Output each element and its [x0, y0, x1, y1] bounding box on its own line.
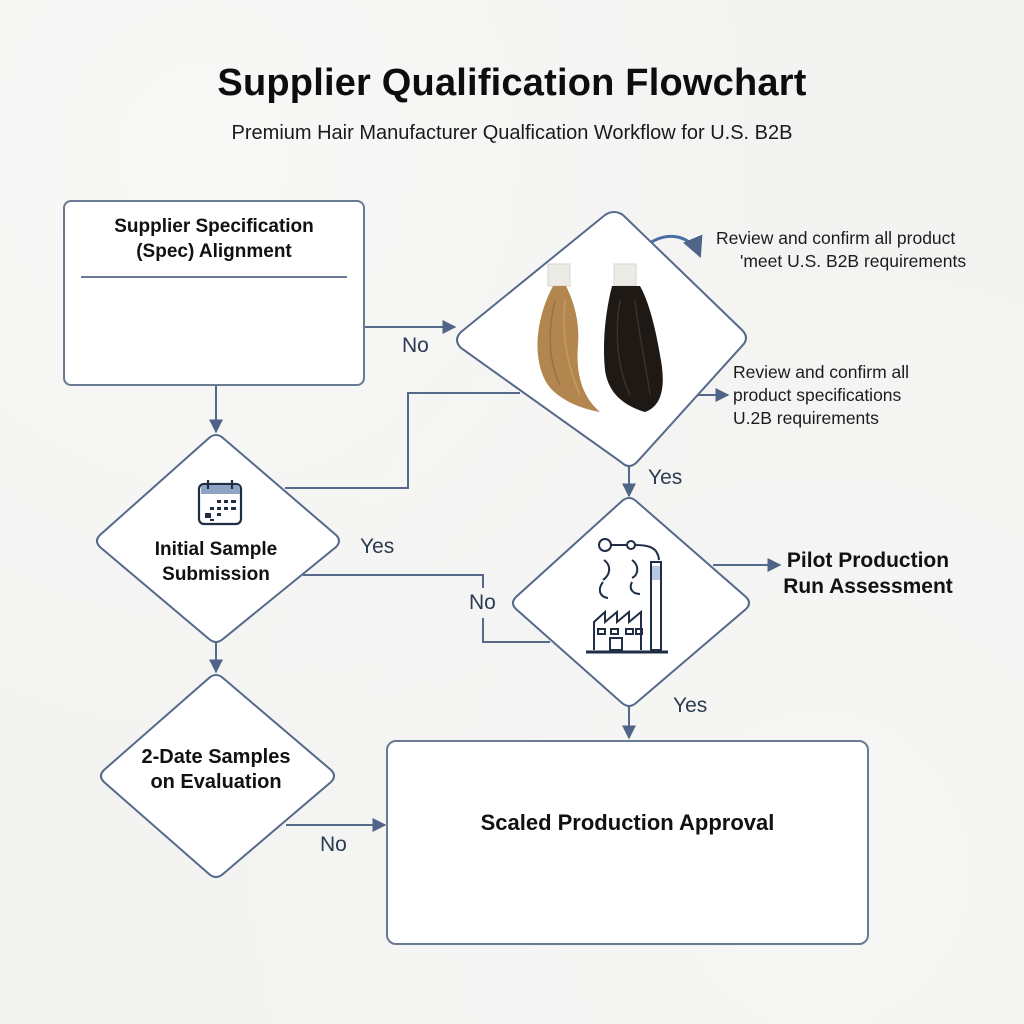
initial-sample-label-line2: Submission — [162, 564, 270, 585]
two-date-diamond[interactable] — [100, 674, 335, 878]
edge-label-spec-no: No — [402, 334, 429, 357]
edge-label-initial-yes: Yes — [360, 535, 395, 558]
pilot-label-line2: Run Assessment — [783, 575, 953, 598]
initial-sample-diamond[interactable] — [96, 434, 340, 643]
edge-label-two-date-no: No — [320, 833, 347, 856]
initial-sample-label: Initial Sample Submission — [136, 537, 296, 587]
pilot-label-line1: Pilot Production — [786, 549, 950, 572]
hair-samples-image — [537, 263, 663, 412]
two-date-label: 2-Date Samples on Evaluation — [116, 745, 316, 795]
spec-alignment-label-line1: Supplier Specification — [114, 216, 314, 237]
spec-divider — [81, 276, 347, 278]
scaled-approval-label: Scaled Production Approval — [480, 810, 775, 835]
edge-label-pilot-yes: Yes — [673, 694, 708, 717]
edge-label-initial-no: No — [469, 591, 496, 614]
pilot-diamond[interactable] — [512, 497, 750, 707]
two-date-label-line2: on Evaluation — [150, 771, 282, 793]
spec-alignment-box[interactable]: Supplier Specification (Spec) Alignment — [63, 200, 365, 386]
calendar-icon — [197, 480, 243, 526]
note-mid-right-line3: U.2B requirements — [733, 408, 879, 428]
note-mid-right-line2: product specifications — [733, 385, 902, 405]
factory-icon — [586, 538, 668, 654]
page-title: Supplier Qualification Flowchart — [217, 62, 807, 104]
connector-initial-to-review — [285, 392, 520, 489]
edge-label-review-yes: Yes — [648, 466, 683, 489]
page-subtitle: Premium Hair Manufacturer Qualfication W… — [231, 122, 793, 144]
two-date-label-line1: 2-Date Samples — [141, 746, 291, 768]
note-mid-right-line1: Review and confirm all — [733, 362, 910, 382]
connector-initial-to-pilot — [303, 574, 484, 588]
note-top-right: Review and confirm all product 'meet U.S… — [716, 227, 1006, 273]
spec-alignment-label-line2: (Spec) Alignment — [136, 241, 292, 262]
scaled-approval-box[interactable]: Scaled Production Approval — [386, 740, 869, 945]
note-mid-right: Review and confirm all product specifica… — [733, 361, 993, 430]
pilot-production-label: Pilot Production Run Assessment — [768, 548, 968, 600]
initial-sample-label-line1: Initial Sample — [154, 539, 278, 560]
hair-review-diamond[interactable] — [456, 211, 747, 467]
connector-initial-to-pilot-lower — [482, 618, 550, 643]
note-top-right-line1: Review and confirm all product — [716, 228, 956, 248]
spec-alignment-label: Supplier Specification (Spec) Alignment — [65, 214, 363, 264]
note-top-right-line2: 'meet U.S. B2B requirements — [740, 251, 967, 271]
